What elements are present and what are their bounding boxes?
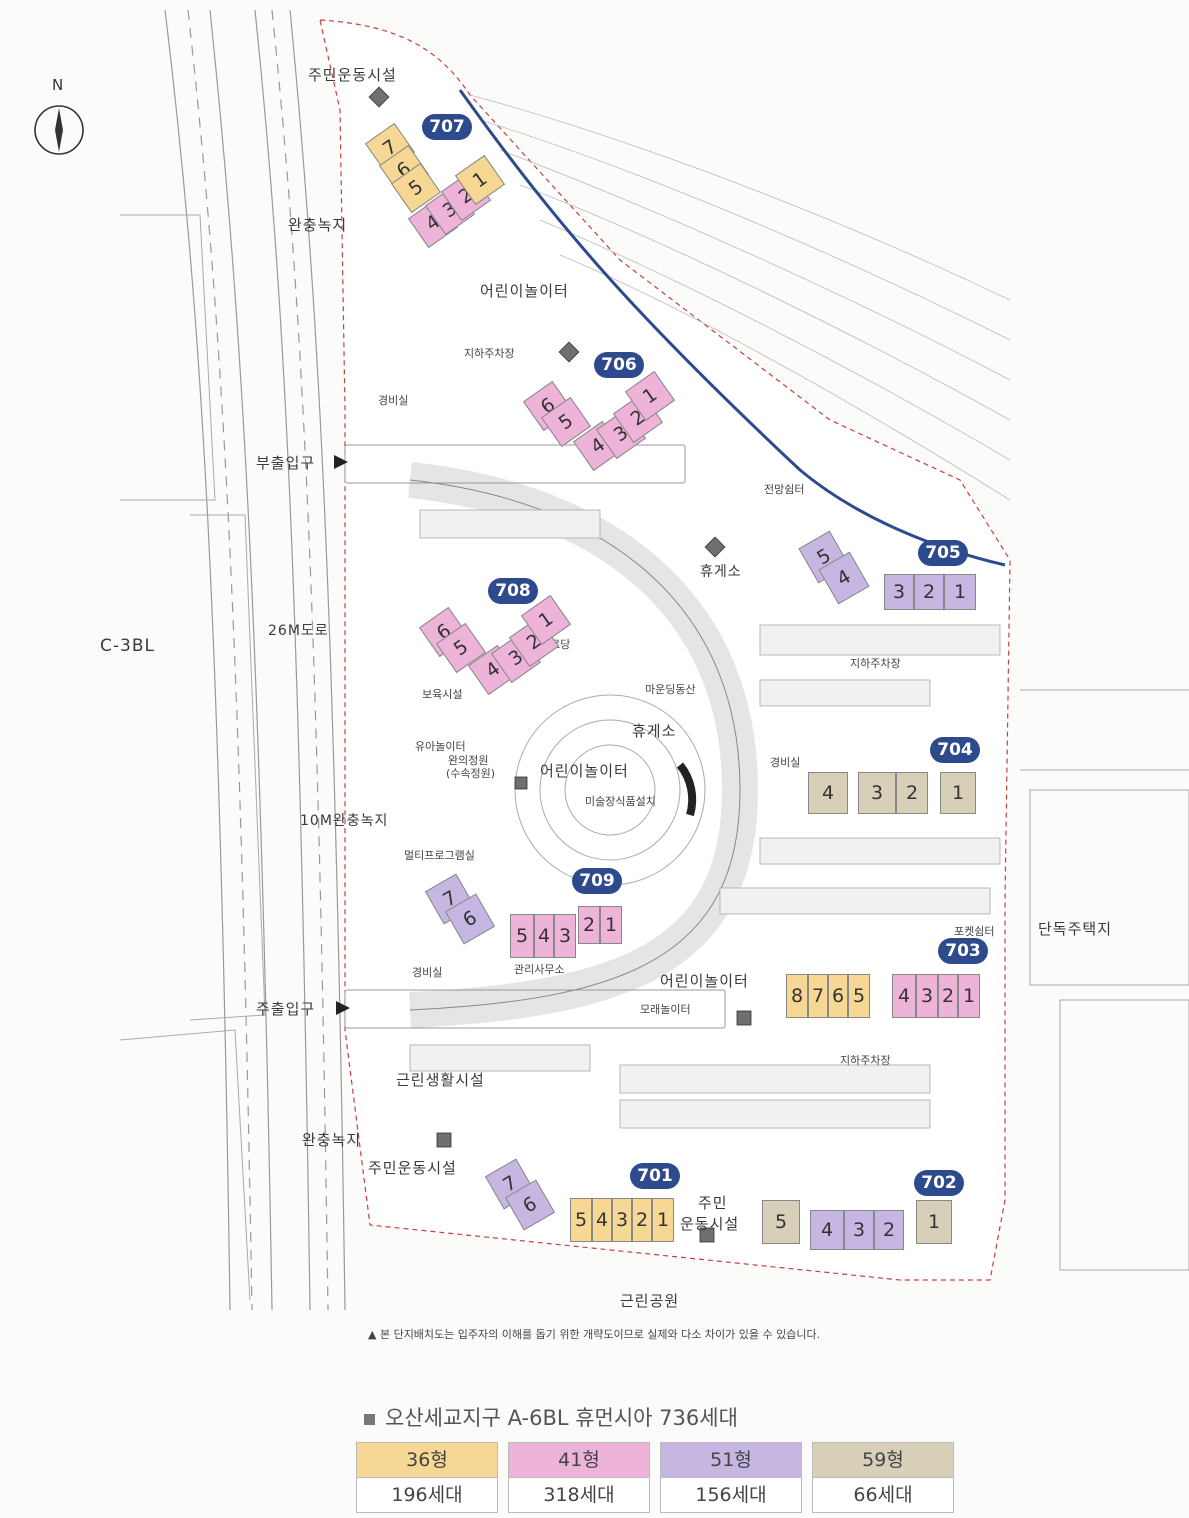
label-underground-parking-north: 지하주차장	[464, 347, 515, 360]
building-704-unit[interactable]: 3	[858, 772, 896, 814]
label-resident-sports-north: 주민운동시설	[308, 66, 397, 84]
disclaimer-note: ▲ 본 단지배치도는 입주자의 이해를 돕기 위한 개략도이므로 실제와 다소 …	[368, 1328, 821, 1341]
label-multi-program: 멀티프로그램실	[404, 849, 475, 862]
legend-type: 51형	[661, 1443, 801, 1477]
building-703-unit[interactable]: 8	[786, 974, 808, 1018]
building-704-unit[interactable]: 2	[896, 772, 928, 814]
building-702-unit[interactable]: 4	[810, 1210, 844, 1250]
building-703-unit[interactable]: 4	[892, 974, 916, 1018]
building-709-unit[interactable]: 5	[510, 914, 534, 958]
legend-count: 196세대	[357, 1477, 497, 1512]
label-art-decor: 미술장식품설치	[585, 795, 656, 808]
building-702-unit[interactable]: 3	[844, 1210, 874, 1250]
label-c3bl: C-3BL	[100, 636, 155, 656]
building-702-unit[interactable]: 2	[874, 1210, 904, 1250]
building-709-unit[interactable]: 3	[554, 914, 576, 958]
legend-count: 66세대	[813, 1477, 953, 1512]
label-main-entrance: 주출입구	[256, 1000, 316, 1018]
label-buffer-green-10m: 10M완충녹지	[300, 813, 389, 829]
legend-36: 36형 196세대	[356, 1442, 498, 1513]
building-703-unit[interactable]: 5	[848, 974, 870, 1018]
building-705-unit[interactable]: 1	[944, 574, 976, 610]
label-playground-north: 어린이놀이터	[480, 282, 569, 300]
building-703-unit[interactable]: 7	[808, 974, 828, 1018]
building-701-unit[interactable]: 3	[612, 1198, 632, 1242]
label-observatory: 전망쉼터	[764, 483, 805, 496]
label-daycare: 보육시설	[422, 688, 463, 701]
label-sub-entrance: 부출입구	[256, 454, 316, 472]
building-703-unit[interactable]: 1	[958, 974, 980, 1018]
label-resident-sports-south: 주민운동시설	[368, 1159, 457, 1177]
legend-title: 오산세교지구 A-6BL 휴먼시아 736세대	[364, 1402, 738, 1432]
north-compass: N	[32, 76, 86, 156]
label-buffer-green-south: 완충녹지	[302, 1131, 362, 1149]
legend-type: 36형	[357, 1443, 497, 1477]
building-705-unit[interactable]: 2	[914, 574, 944, 610]
legend-square-icon	[364, 1413, 375, 1425]
label-garden-sub: (수속정원)	[446, 767, 496, 780]
building-705-unit[interactable]: 3	[884, 574, 914, 610]
building-704-unit[interactable]: 1	[940, 772, 976, 814]
building-703-unit[interactable]: 2	[938, 974, 958, 1018]
label-neighborhood-facility: 근린생활시설	[396, 1071, 485, 1089]
label-rest-area-center: 휴게소	[632, 722, 677, 740]
label-guard-north: 경비실	[378, 394, 409, 407]
label-road-26m: 26M도로	[268, 623, 329, 639]
building-704-unit[interactable]: 4	[808, 772, 848, 814]
building-701-unit[interactable]: 4	[592, 1198, 612, 1242]
label-single-house: 단독주택지	[1038, 920, 1113, 938]
legend-title-text: 오산세교지구 A-6BL 휴먼시아 736세대	[385, 1406, 738, 1430]
building-701-unit[interactable]: 2	[632, 1198, 652, 1242]
legend-41: 41형 318세대	[508, 1442, 650, 1513]
building-706-badge[interactable]: 706	[594, 352, 644, 378]
label-buffer-green-north: 완충녹지	[288, 216, 348, 234]
building-704-badge[interactable]: 704	[930, 737, 980, 763]
building-708-badge[interactable]: 708	[488, 578, 538, 604]
label-guard-709: 경비실	[412, 966, 443, 979]
building-709-unit[interactable]: 1	[600, 906, 622, 944]
label-management-office: 관리사무소	[514, 963, 565, 976]
label-village-hill: 마운딩동산	[645, 683, 696, 696]
label-resident-sports-701-b: 운동시설	[680, 1215, 740, 1233]
legend-51: 51형 156세대	[660, 1442, 802, 1513]
building-703-unit[interactable]: 3	[916, 974, 938, 1018]
legend-count: 318세대	[509, 1477, 649, 1512]
building-709-unit[interactable]: 2	[578, 906, 600, 944]
label-neighborhood-park: 근린공원	[620, 1292, 680, 1310]
label-resident-sports-701-a: 주민	[698, 1194, 728, 1212]
building-707-badge[interactable]: 707	[422, 114, 472, 140]
building-701-unit[interactable]: 5	[570, 1198, 592, 1242]
legend-table: 36형 196세대 41형 318세대 51형 156세대 59형 66세대	[356, 1442, 954, 1513]
building-703-unit[interactable]: 6	[828, 974, 848, 1018]
label-playground-south: 어린이놀이터	[660, 972, 749, 990]
label-toddler-play: 유아놀이터	[415, 740, 466, 753]
compass-icon	[34, 105, 84, 155]
label-underground-parking-705: 지하주차장	[850, 657, 901, 670]
building-709-unit[interactable]: 4	[534, 914, 554, 958]
north-label: N	[52, 76, 64, 94]
building-702-unit[interactable]: 1	[916, 1200, 952, 1244]
building-709-badge[interactable]: 709	[572, 868, 622, 894]
label-playground-center: 어린이놀이터	[540, 762, 629, 780]
building-701-badge[interactable]: 701	[630, 1163, 680, 1189]
legend-type: 59형	[813, 1443, 953, 1477]
legend-count: 156세대	[661, 1477, 801, 1512]
label-sandbox: 모래놀이터	[640, 1003, 691, 1016]
label-underground-parking-south: 지하주차장	[840, 1054, 891, 1067]
building-702-badge[interactable]: 702	[914, 1170, 964, 1196]
label-garden: 완의정원	[448, 754, 489, 767]
legend-type: 41형	[509, 1443, 649, 1477]
building-701-unit[interactable]: 1	[652, 1198, 674, 1242]
building-703-badge[interactable]: 703	[938, 938, 988, 964]
legend-59: 59형 66세대	[812, 1442, 954, 1513]
label-pocket-rest: 포켓쉼터	[954, 925, 995, 938]
label-guard-704: 경비실	[770, 756, 801, 769]
building-702-unit[interactable]: 5	[762, 1200, 800, 1244]
label-rest-area-east: 휴게소	[700, 564, 742, 580]
building-705-badge[interactable]: 705	[918, 540, 968, 566]
